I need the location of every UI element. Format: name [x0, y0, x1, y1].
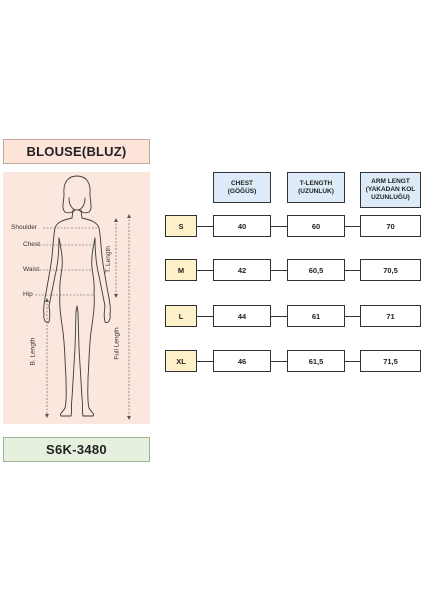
size-s: S	[165, 215, 197, 237]
t-length-label: T. Length	[104, 246, 112, 273]
row-l-arm-length: 71	[360, 305, 421, 327]
row-xl-t-length: 61,5	[287, 350, 345, 372]
row-s-chest: 40	[213, 215, 271, 237]
header-chest: CHEST(GÖĞÜS)	[213, 172, 271, 203]
row-connector	[345, 361, 360, 362]
b-length-label: B. Length	[29, 337, 37, 366]
row-connector	[271, 270, 287, 271]
waist-label: Waist	[23, 266, 40, 273]
product-title: BLOUSE(BLUZ)	[3, 139, 150, 164]
full-length-label: Full Length	[113, 327, 121, 360]
row-l-t-length: 61	[287, 305, 345, 327]
body-silhouette-figure	[35, 175, 131, 420]
row-l-chest: 44	[213, 305, 271, 327]
row-connector	[197, 316, 213, 317]
chest-label: Chest	[23, 241, 40, 248]
size-m: M	[165, 259, 197, 281]
row-connector	[345, 270, 360, 271]
row-s-arm-length: 70	[360, 215, 421, 237]
body-measurement-illustration: Shoulder Chest Waist Hip T. Length Full …	[3, 172, 150, 424]
size-l: L	[165, 305, 197, 327]
shoulder-label: Shoulder	[11, 224, 38, 231]
size-xl: XL	[165, 350, 197, 372]
row-m-t-length: 60,5	[287, 259, 345, 281]
hip-label: Hip	[23, 291, 33, 298]
row-connector	[197, 226, 213, 227]
row-xl-arm-length: 71,5	[360, 350, 421, 372]
row-s-t-length: 60	[287, 215, 345, 237]
header-t-length: T-LENGTH(UZUNLUK)	[287, 172, 345, 203]
row-connector	[271, 361, 287, 362]
row-connector	[197, 361, 213, 362]
row-connector	[345, 226, 360, 227]
product-code: S6K-3480	[3, 437, 150, 462]
row-m-arm-length: 70,5	[360, 259, 421, 281]
row-xl-chest: 46	[213, 350, 271, 372]
row-connector	[271, 316, 287, 317]
row-m-chest: 42	[213, 259, 271, 281]
row-connector	[271, 226, 287, 227]
row-connector	[197, 270, 213, 271]
row-connector	[345, 316, 360, 317]
